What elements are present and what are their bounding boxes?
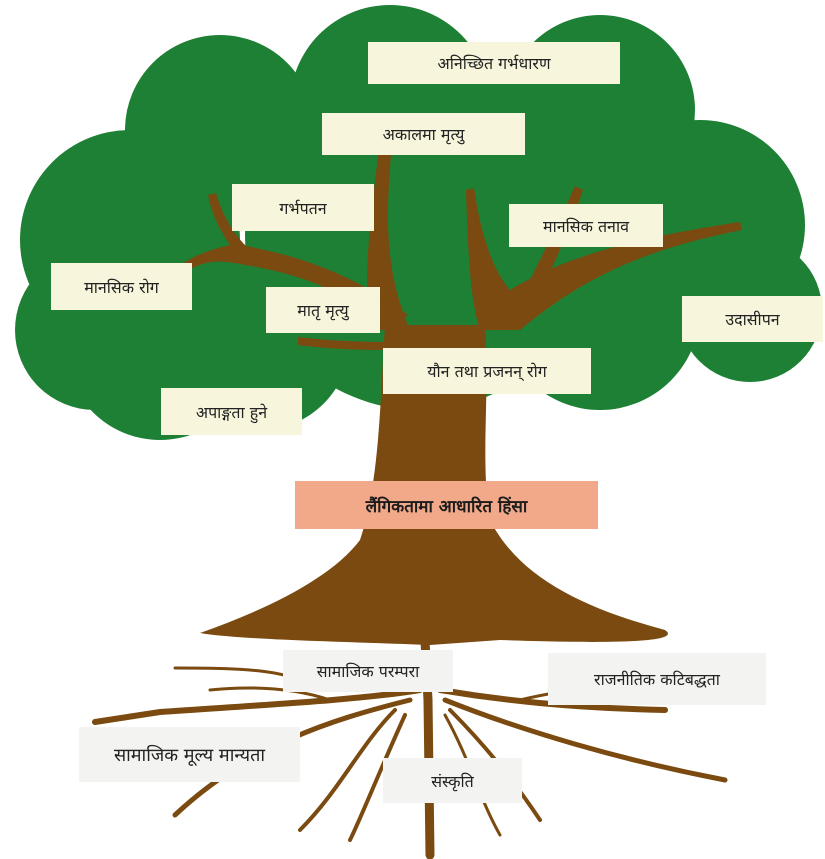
cause-social-values: सामाजिक मूल्य मान्यता bbox=[79, 727, 300, 782]
consequence-sexual-reproductive-disease: यौन तथा प्रजनन् रोग bbox=[383, 348, 591, 394]
consequence-depression: उदासीपन bbox=[682, 296, 823, 342]
cause-social-tradition: सामाजिक परम्परा bbox=[283, 650, 453, 692]
consequence-mental-stress: मानसिक तनाव bbox=[509, 204, 663, 247]
consequence-unwanted-pregnancy: अनिच्छित गर्भधारण bbox=[368, 42, 620, 84]
core-label: लैंगिकतामा आधारित हिंसा bbox=[295, 481, 598, 529]
consequence-disability: अपाङ्गता हुने bbox=[161, 388, 302, 435]
consequence-maternal-death: मातृ मृत्यु bbox=[266, 287, 380, 333]
consequence-premature-death: अकालमा मृत्यु bbox=[322, 113, 525, 155]
consequence-mental-illness: मानसिक रोग bbox=[51, 263, 192, 310]
consequence-abortion: गर्भपतन bbox=[232, 184, 374, 231]
cause-political-commitment: राजनीतिक कटिबद्धता bbox=[548, 653, 766, 705]
cause-culture: संस्कृति bbox=[383, 758, 522, 803]
